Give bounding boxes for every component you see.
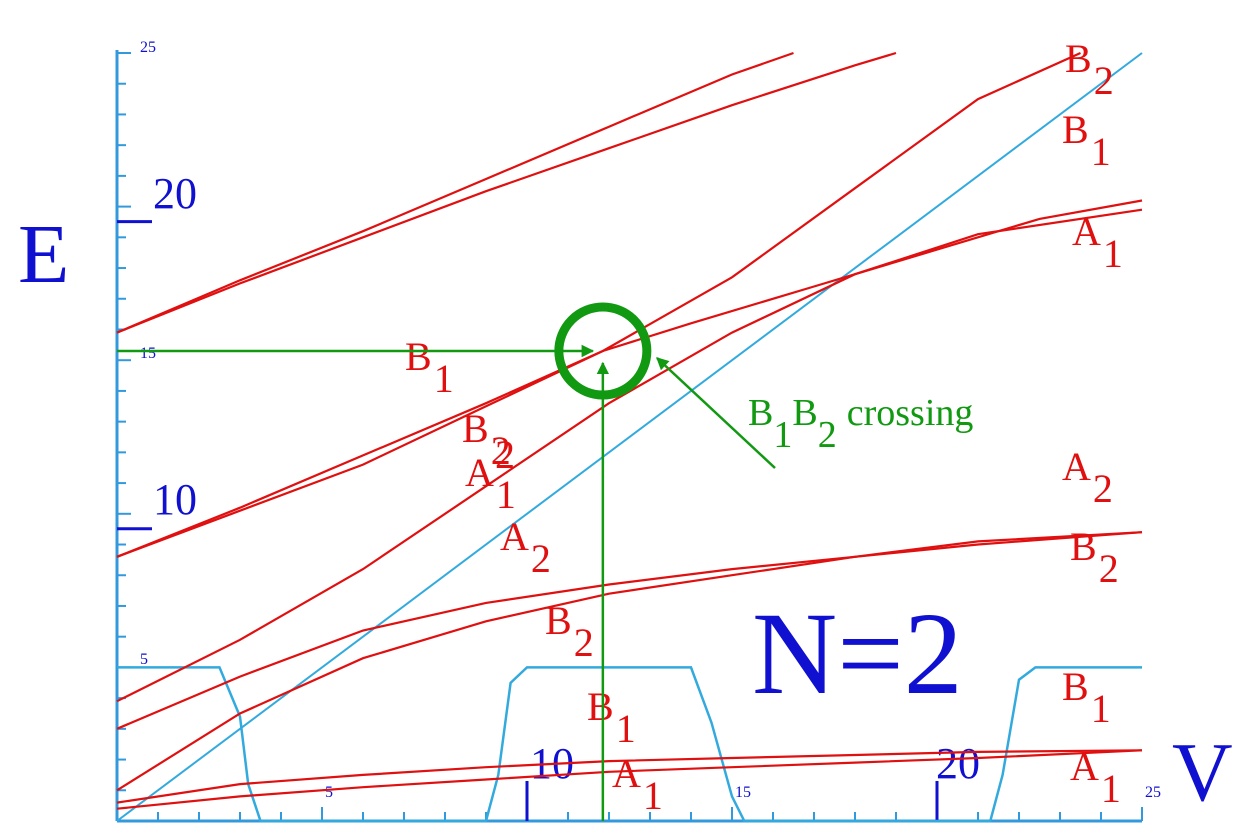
- series-line-2: [116, 51, 897, 334]
- label-superscript: 2: [495, 432, 515, 477]
- series-line-9: [116, 749, 1143, 810]
- series-label-subscript: 1: [1091, 129, 1111, 174]
- series-line-1: [116, 51, 794, 334]
- n-equals-label: N=2: [752, 588, 963, 719]
- series-label: B1: [1062, 664, 1111, 731]
- series-label-subscript: 1: [1103, 231, 1123, 276]
- x-tick-label: 15: [735, 784, 751, 801]
- series-label-subscript: 1: [496, 472, 516, 517]
- y-axis-label: E: [18, 208, 69, 301]
- series-label: B2: [545, 598, 594, 665]
- series-label-subscript: 1: [434, 356, 454, 401]
- series-label: A2: [500, 514, 551, 581]
- pointer-arrow: [656, 357, 776, 469]
- series-label-subscript: 2: [531, 536, 551, 581]
- y-tick-label: 25: [140, 39, 156, 56]
- series-label-subscript: 2: [1099, 546, 1119, 591]
- crossing-label-sub2: 2: [818, 414, 837, 456]
- series-line-4: [116, 199, 1143, 558]
- series-line-7: [116, 531, 1143, 792]
- crossing-label-suffix: crossing: [847, 392, 974, 434]
- crossing-label-sub1: 1: [773, 414, 792, 456]
- series-label: B1: [587, 684, 636, 751]
- series-label-subscript: 1: [643, 773, 663, 818]
- x-axis-label: V: [1172, 726, 1233, 819]
- y-tick-label-large: 20: [153, 169, 197, 218]
- series-label: A1: [1070, 744, 1121, 811]
- series-label-subscript: 2: [1093, 466, 1113, 511]
- series-line-8: [116, 749, 1143, 804]
- series-label-subscript: 2: [491, 428, 511, 473]
- x-tick-label: 5: [325, 784, 333, 801]
- crossing-label: B1B2crossing: [748, 392, 973, 456]
- crossing-label-b2: B: [792, 392, 817, 434]
- series-line-6: [116, 531, 1143, 730]
- series-label: B1: [405, 334, 454, 401]
- series-label: B1: [1062, 107, 1111, 174]
- y-tick-label: 15: [140, 345, 156, 362]
- series-label-subscript: 1: [1091, 686, 1111, 731]
- y-tick-label-large: 10: [153, 475, 197, 524]
- series-label-subscript: 2: [1094, 58, 1114, 103]
- series-label-subscript: 1: [1101, 766, 1121, 811]
- series-label-subscript: 2: [574, 620, 594, 665]
- series-label: A1: [1072, 209, 1123, 276]
- pulse-curve: [117, 666, 1142, 823]
- series-label: A2: [1062, 444, 1113, 511]
- series-label-subscript: 1: [616, 706, 636, 751]
- x-tick-label-large: 20: [936, 739, 980, 788]
- x-tick-label: 25: [1145, 784, 1161, 801]
- y-tick-label: 5: [140, 651, 148, 668]
- series-label: A1: [612, 751, 663, 818]
- series-line-5: [116, 208, 1143, 703]
